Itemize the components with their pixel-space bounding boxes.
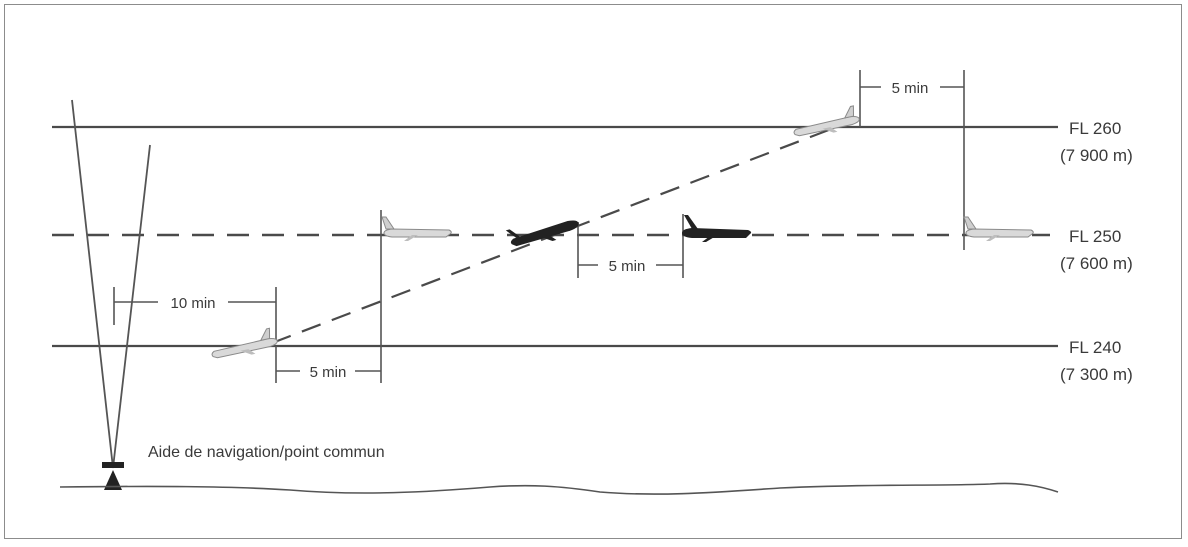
fl240-label: FL 240 [1069,338,1121,357]
aircraft-light-climb-start-icon [211,327,278,359]
sep-left-label: 10 min [170,295,215,312]
sep-middle-label: 5 min [609,258,646,275]
fl240-sub-label: (7 300 m) [1060,365,1133,384]
sep-top-bracket [859,70,965,250]
sep-bottom-bracket [275,210,382,383]
terrain-line [59,482,1059,495]
sep-middle-bracket [577,214,684,278]
aircraft-light-fl250-b-icon [963,216,1034,241]
navaid-label: Aide de navigation/point commun [148,444,385,461]
aircraft-light-fl250-a-icon [381,216,452,241]
sep-left-bracket [113,287,277,343]
aircraft-light-fl260-icon [793,105,860,137]
navaid-cone-right [112,144,151,469]
sep-top-label: 5 min [892,80,929,97]
sep-bottom-label: 5 min [310,364,347,381]
aircraft-dark-climb-icon [505,220,579,247]
fl250-sub-label: (7 600 m) [1060,254,1133,273]
navaid-cone-left [71,99,114,469]
fl250-label: FL 250 [1069,227,1121,246]
climb-path [271,116,861,345]
fl260-label: FL 260 [1069,119,1121,138]
fl260-sub-label: (7 900 m) [1060,146,1133,165]
navaid-icon [102,462,124,490]
diagram-frame [4,4,1182,539]
aircraft-dark-fl250-icon [682,215,752,242]
